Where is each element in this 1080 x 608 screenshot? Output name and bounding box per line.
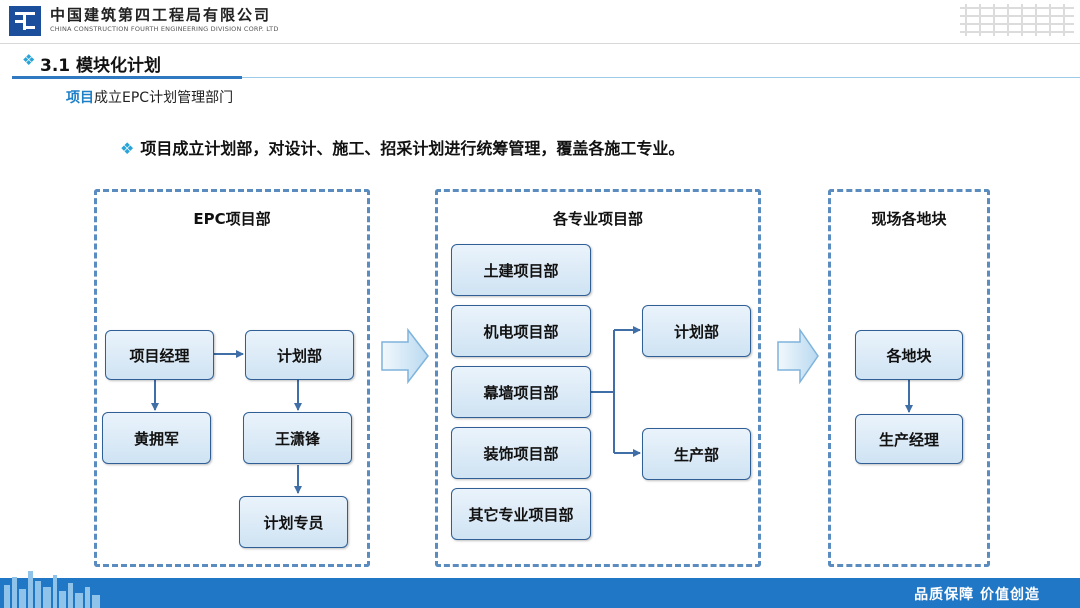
section-subtitle: 项目成立EPC计划管理部门 bbox=[66, 87, 233, 107]
node-wang: 王潇锋 bbox=[243, 412, 352, 464]
node-decoration-dept: 装饰项目部 bbox=[451, 427, 591, 479]
node-civil-dept: 土建项目部 bbox=[451, 244, 591, 296]
company-name-en: CHINA CONSTRUCTION FOURTH ENGINEERING DI… bbox=[50, 25, 279, 33]
node-plots: 各地块 bbox=[855, 330, 963, 380]
bullet-point: ❖ 项目成立计划部，对设计、施工、招采计划进行统筹管理，覆盖各施工专业。 bbox=[120, 135, 684, 159]
flow-arrow-1-icon bbox=[381, 327, 429, 385]
node-huang: 黄拥军 bbox=[102, 412, 211, 464]
node-specialty-planning-dept: 计划部 bbox=[642, 305, 751, 357]
subtitle-accent: 项目 bbox=[66, 90, 94, 106]
group-title-site: 现场各地块 bbox=[871, 210, 947, 228]
bullet-text: 项目成立计划部，对设计、施工、招采计划进行统筹管理，覆盖各施工专业。 bbox=[140, 139, 685, 158]
company-logo-icon bbox=[9, 6, 41, 36]
company-name-cn: 中国建筑第四工程局有限公司 bbox=[50, 6, 272, 24]
group-site bbox=[828, 189, 990, 567]
group-title-epc: EPC项目部 bbox=[193, 210, 271, 228]
section-rule-light bbox=[242, 77, 1080, 78]
footer-slogan: 品质保障 价值创造 bbox=[914, 587, 1040, 603]
node-planning-dept: 计划部 bbox=[245, 330, 354, 380]
flow-arrow-2-icon bbox=[777, 327, 819, 385]
city-skyline-icon bbox=[4, 571, 100, 608]
node-planning-specialist: 计划专员 bbox=[239, 496, 348, 548]
node-production-dept: 生产部 bbox=[642, 428, 751, 480]
subtitle-text: 成立EPC计划管理部门 bbox=[94, 90, 234, 106]
section-rule bbox=[12, 76, 242, 79]
node-production-manager: 生产经理 bbox=[855, 414, 963, 464]
group-specialty bbox=[435, 189, 761, 567]
node-curtain-wall-dept: 幕墙项目部 bbox=[451, 366, 591, 418]
bullet-diamond-icon: ❖ bbox=[120, 139, 135, 158]
footer-bar: 品质保障 价值创造 bbox=[0, 578, 1080, 608]
node-mep-dept: 机电项目部 bbox=[451, 305, 591, 357]
node-project-manager: 项目经理 bbox=[105, 330, 214, 380]
header-bar: 中国建筑第四工程局有限公司 CHINA CONSTRUCTION FOURTH … bbox=[0, 0, 1080, 44]
section-title: 3.1 模块化计划 bbox=[40, 56, 162, 76]
node-other-specialty-dept: 其它专业项目部 bbox=[451, 488, 591, 540]
group-title-specialty: 各专业项目部 bbox=[552, 210, 643, 228]
group-epc bbox=[94, 189, 370, 567]
section-diamond-icon: ❖ bbox=[22, 51, 36, 69]
grid-decoration-icon bbox=[960, 4, 1074, 36]
